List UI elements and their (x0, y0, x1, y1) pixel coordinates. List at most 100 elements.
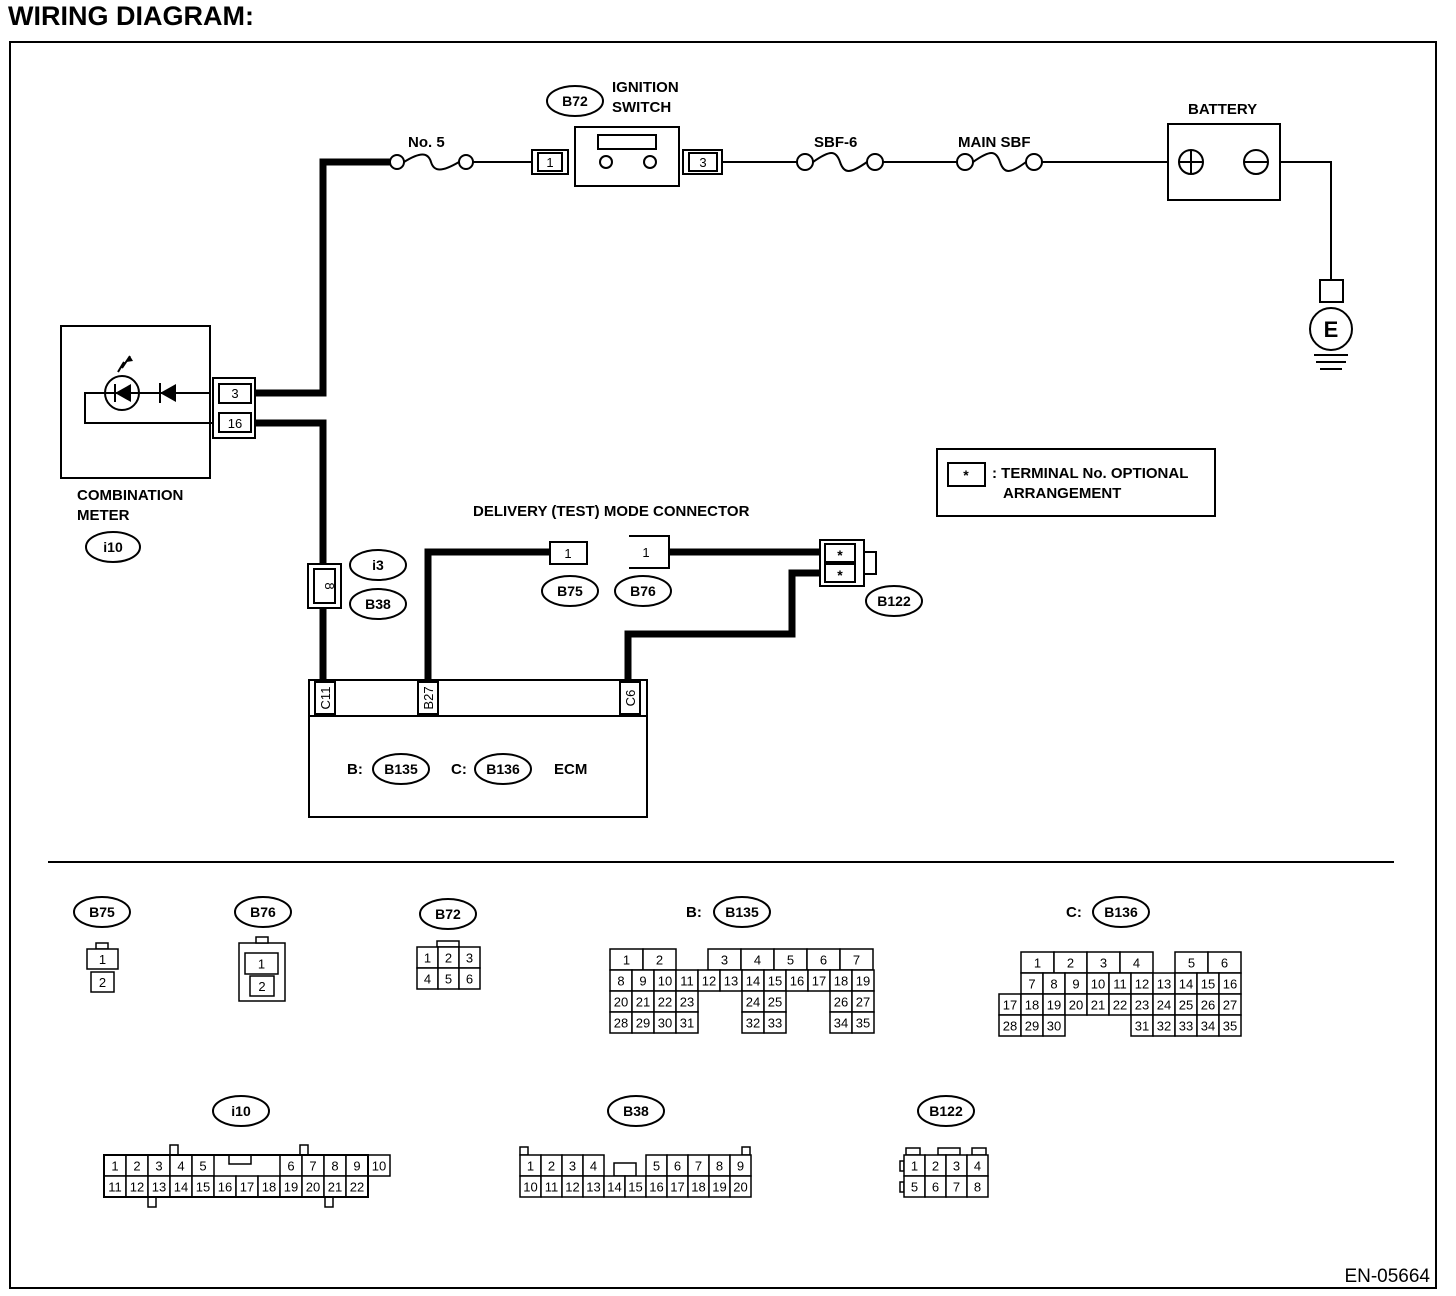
view-b38-pin: 17 (670, 1180, 684, 1195)
wire-meter-fuse (255, 158, 396, 397)
view-b136-pin: 17 (1003, 998, 1017, 1013)
fuse-no5-label: No. 5 (408, 134, 445, 151)
view-b72-pin: 6 (466, 972, 473, 987)
b122-pin-1: * (837, 547, 843, 563)
view-b136-pin: 12 (1135, 977, 1149, 992)
view-b38-pin: 13 (586, 1180, 600, 1195)
page-title: WIRING DIAGRAM: (8, 1, 254, 31)
view-b136-pin: 16 (1223, 977, 1237, 992)
view-b75-pin: 2 (99, 975, 106, 990)
view-i10-key (228, 1154, 252, 1165)
view-b136-code: B136 (1104, 904, 1138, 920)
view-b76-cell (244, 952, 279, 975)
view-b38-pin: 9 (737, 1159, 744, 1174)
view-b38-pin: 8 (716, 1159, 723, 1174)
view-b136-pin: 21 (1091, 998, 1105, 1013)
junction-pin: 8 (322, 582, 337, 589)
view-i10-key (169, 1144, 179, 1156)
view-b122-pin: 6 (932, 1180, 939, 1195)
view-b135-pin: 25 (768, 995, 782, 1010)
junction-code-b38: B38 (365, 596, 391, 612)
view-i10-pin: 8 (331, 1159, 338, 1174)
view-b136-pin: 31 (1135, 1019, 1149, 1034)
view-i10-pin: 4 (177, 1159, 184, 1174)
view-b122-pin: 4 (974, 1159, 981, 1174)
view-i10-pin: 2 (133, 1159, 140, 1174)
b122-pin-2: * (837, 567, 843, 583)
b75-code: B75 (557, 583, 583, 599)
view-b136-pin: 13 (1157, 977, 1171, 992)
view-i10-pin: 3 (155, 1159, 162, 1174)
view-b136-pin: 3 (1100, 956, 1107, 971)
view-b135-pin: 35 (856, 1016, 870, 1031)
view-b135-pin: 2 (656, 953, 663, 968)
view-i10-pin: 7 (309, 1159, 316, 1174)
view-b135-pin: 4 (754, 953, 761, 968)
view-b135-pin: 11 (680, 974, 694, 989)
view-b122-key (937, 1147, 961, 1156)
view-b76-oval (234, 896, 292, 928)
legend: * : TERMINAL No. OPTIONAL ARRANGEMENT (936, 448, 1216, 517)
view-b135-oval (713, 896, 771, 928)
view-b135-pin: 20 (614, 995, 628, 1010)
view-i10-code: i10 (231, 1103, 251, 1119)
view-b76-pin: 2 (258, 979, 265, 994)
view-b38-pin: 18 (691, 1180, 705, 1195)
view-i10-pin: 6 (287, 1159, 294, 1174)
view-b75-oval (73, 896, 131, 928)
view-b136-pin: 9 (1072, 977, 1079, 992)
view-b75-cell (90, 971, 115, 993)
meter-pin-3: 3 (231, 386, 238, 401)
view-b38-pin: 12 (565, 1180, 579, 1195)
view-b135-pin: 26 (834, 995, 848, 1010)
ecm-b-code: B135 (384, 761, 418, 777)
ignition-label-2: SWITCH (612, 99, 671, 116)
view-b135-pin: 31 (680, 1016, 694, 1031)
ecm-c-code: B136 (486, 761, 520, 777)
view-b122-oval (917, 1095, 975, 1127)
view-b135-pin: 19 (856, 974, 870, 989)
sbf6-label: SBF-6 (814, 134, 857, 151)
view-b136-cell (1042, 1014, 1066, 1037)
view-b38-oval (607, 1095, 665, 1127)
battery-label: BATTERY (1188, 101, 1257, 118)
view-b135-pin: 32 (746, 1016, 760, 1031)
view-b136-pin: 1 (1034, 956, 1041, 971)
ignition-label-1: IGNITION (612, 79, 679, 96)
view-b135-cell (763, 1011, 787, 1034)
view-b135-pin: 18 (834, 974, 848, 989)
view-b136-pin: 25 (1179, 998, 1193, 1013)
view-i10-pin: 12 (130, 1180, 144, 1195)
ignition-switch: B72 IGNITION SWITCH 1 3 (531, 79, 723, 187)
view-b122-pin: 3 (953, 1159, 960, 1174)
view-b75-pin: 1 (99, 952, 106, 967)
view-b136-cell (1218, 1014, 1242, 1037)
view-b135-pin: 30 (658, 1016, 672, 1031)
view-b136-pin: 7 (1028, 977, 1035, 992)
ecm-name: ECM (554, 761, 587, 778)
view-b135-pin: 15 (768, 974, 782, 989)
view-i10-key (324, 1196, 334, 1208)
delivery-label: DELIVERY (TEST) MODE CONNECTOR (473, 503, 750, 520)
view-b136-pin: 4 (1133, 956, 1140, 971)
view-b38-key (613, 1162, 637, 1177)
view-b136-pin: 32 (1157, 1019, 1171, 1034)
legend-symbol: * (963, 467, 969, 483)
view-b38-pin: 20 (733, 1180, 747, 1195)
view-b135-cell (851, 1011, 875, 1034)
footer-code: EN-05664 (1344, 1266, 1430, 1287)
view-b122-cell (966, 1175, 989, 1198)
view-b135-pin: 14 (746, 974, 760, 989)
view-b76-code: B76 (250, 904, 276, 920)
wire-ecm-b75 (424, 548, 550, 680)
view-b72-pin: 3 (466, 951, 473, 966)
view-b38-pin: 15 (628, 1180, 642, 1195)
ground-e: E (1309, 279, 1353, 370)
view-b72-pin: 5 (445, 972, 452, 987)
view-b72-code: B72 (435, 906, 461, 922)
view-b135-pin: 23 (680, 995, 694, 1010)
view-b136-pin: 14 (1179, 977, 1193, 992)
wire-meter-junction (255, 419, 327, 564)
